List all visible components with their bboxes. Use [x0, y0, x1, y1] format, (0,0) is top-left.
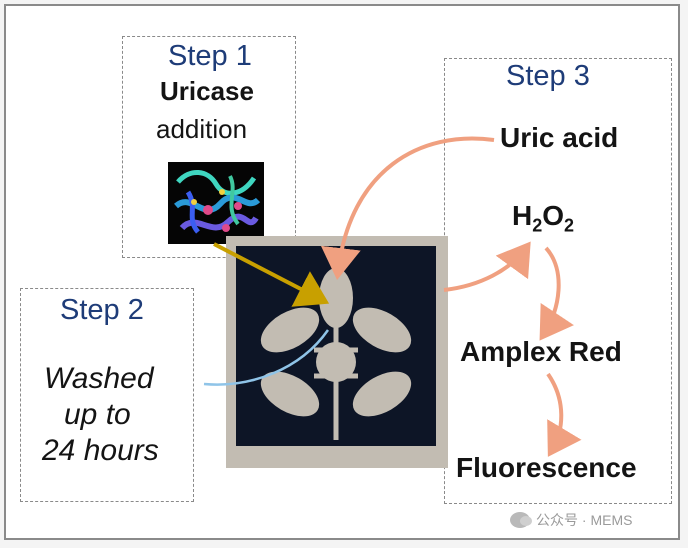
- amplex-red-label: Amplex Red: [460, 336, 622, 367]
- petal-bottom-left: [260, 371, 320, 417]
- step2-box: [20, 288, 194, 502]
- step2-line1: Washed: [44, 362, 154, 395]
- watermark-text: 公众号 · MEMS: [536, 512, 633, 528]
- arrow-h2o2-to-amplex: [539, 246, 574, 341]
- fluorescence-label: Fluorescence: [456, 452, 637, 483]
- step3-title: Step 3: [506, 60, 590, 92]
- flower-channels: [314, 326, 358, 440]
- arrow-patch-to-h2o2: [443, 241, 531, 292]
- line-wash-to-patch: [203, 329, 330, 386]
- petal-right: [352, 307, 412, 353]
- petal-left: [260, 307, 320, 353]
- step1-title: Step 1: [168, 40, 252, 72]
- arrow-amplex-to-fluorescence: [546, 372, 582, 457]
- uric-acid-label: Uric acid: [500, 122, 619, 153]
- arrow-uric-acid-to-patch: [320, 136, 495, 280]
- petal-bottom-right: [352, 371, 412, 417]
- watermark: 公众号 · MEMS: [510, 510, 632, 530]
- arrow-uricase-to-patch: [213, 242, 330, 307]
- protein-structure-graphic: [168, 162, 264, 244]
- step1-action: addition: [156, 114, 248, 144]
- h2o2-label: H2O2: [512, 200, 575, 236]
- step1-enzyme: Uricase: [160, 76, 254, 106]
- step1-box: [122, 36, 296, 258]
- uricase-protein-image: [168, 162, 264, 244]
- step2-title: Step 2: [60, 294, 144, 326]
- step2-line2: up to: [64, 398, 131, 431]
- step2-line3: 24 hours: [42, 434, 159, 467]
- wechat-icon: [510, 512, 532, 528]
